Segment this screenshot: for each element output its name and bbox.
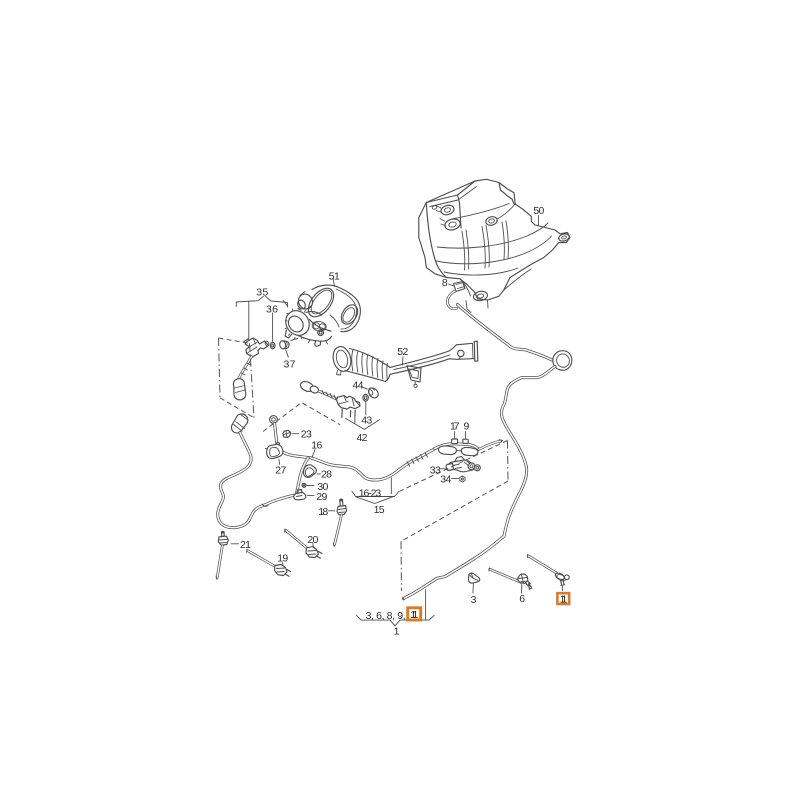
svg-text:20: 20 [307, 534, 318, 546]
svg-text:50: 50 [533, 205, 544, 217]
svg-text:3: 3 [471, 594, 477, 606]
svg-text:27: 27 [275, 465, 286, 477]
svg-text:19: 19 [277, 552, 288, 564]
svg-text:3, 6, 8, 9,: 3, 6, 8, 9, [366, 610, 406, 622]
svg-text:34: 34 [440, 474, 451, 486]
svg-text:29: 29 [316, 491, 327, 503]
svg-text:18: 18 [318, 506, 328, 518]
svg-text:8: 8 [442, 277, 448, 289]
svg-text:36: 36 [266, 304, 278, 316]
svg-text:35: 35 [256, 287, 268, 299]
svg-text:52: 52 [397, 346, 408, 358]
svg-text:11: 11 [560, 594, 567, 605]
svg-text:28: 28 [321, 469, 332, 481]
svg-text:37: 37 [284, 359, 296, 371]
svg-text:15: 15 [374, 504, 385, 516]
svg-text:23: 23 [301, 429, 312, 441]
svg-text:11: 11 [410, 609, 418, 621]
svg-text:16-23: 16-23 [359, 487, 382, 499]
svg-text:17: 17 [450, 421, 460, 433]
svg-text:21: 21 [240, 539, 251, 551]
svg-text:44: 44 [353, 380, 364, 392]
svg-text:1: 1 [394, 626, 400, 638]
svg-text:42: 42 [357, 432, 368, 444]
svg-text:51: 51 [329, 271, 340, 283]
svg-text:33: 33 [430, 464, 441, 476]
svg-text:30: 30 [317, 481, 328, 493]
svg-text:43: 43 [361, 415, 372, 427]
svg-text:16: 16 [311, 440, 322, 452]
svg-text:6: 6 [519, 593, 525, 605]
svg-text:9: 9 [464, 421, 470, 433]
